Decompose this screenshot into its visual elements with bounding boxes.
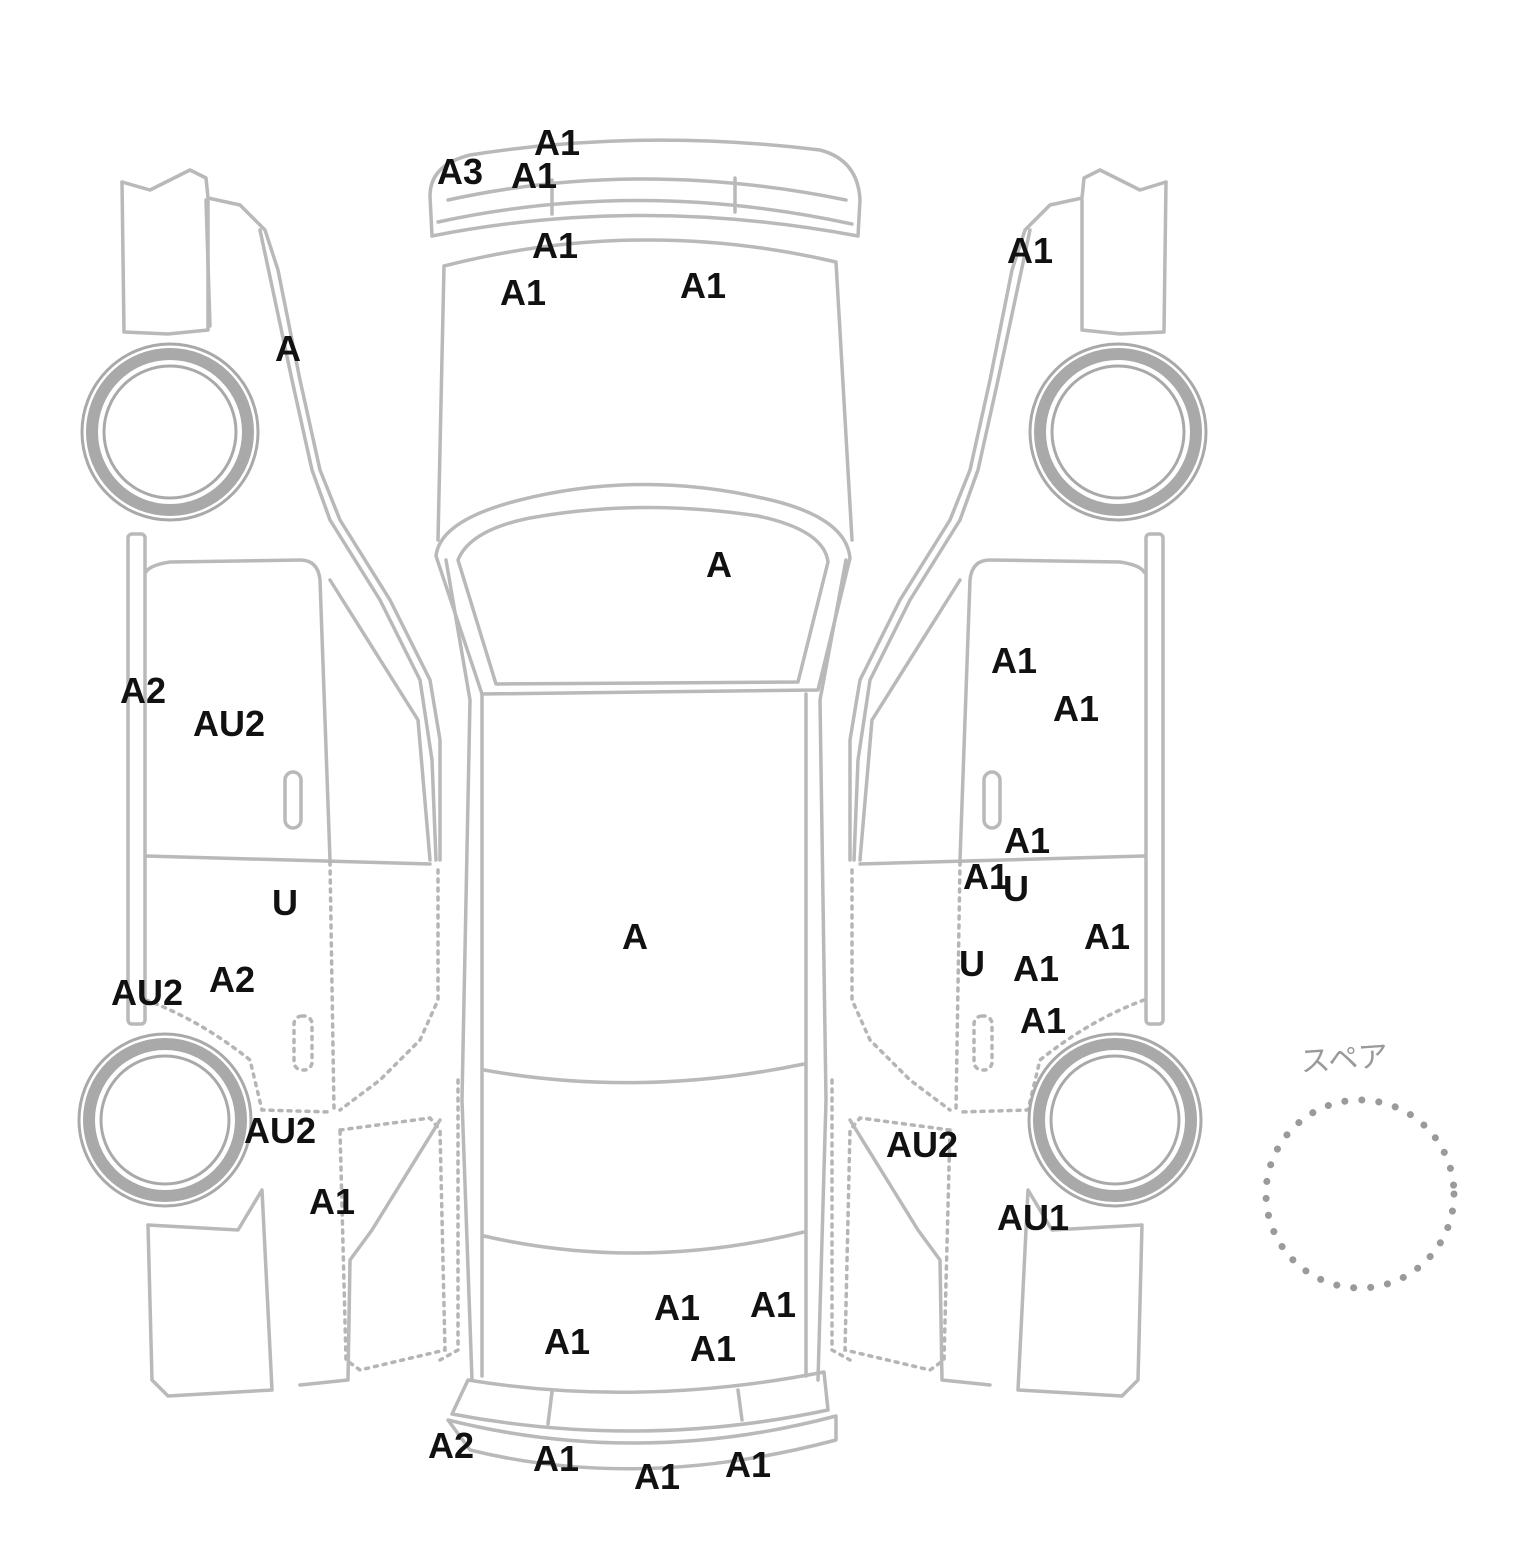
spare-tire <box>1262 1096 1458 1292</box>
left-side-view <box>77 168 460 1398</box>
condition-mark: A1 <box>308 1181 356 1222</box>
condition-mark: A1 <box>1006 230 1054 271</box>
condition-mark: A1 <box>633 1456 681 1497</box>
condition-mark: A <box>275 328 301 369</box>
spare-tire-label: スペア <box>1299 1038 1390 1081</box>
top-view <box>428 138 862 1471</box>
condition-mark: AU2 <box>192 703 266 744</box>
right-side-view <box>830 168 1208 1398</box>
condition-mark: U <box>1003 868 1029 909</box>
condition-mark: U <box>272 882 298 923</box>
condition-mark: A1 <box>531 225 579 266</box>
condition-mark: A1 <box>962 856 1010 897</box>
condition-mark: A1 <box>689 1328 737 1369</box>
condition-mark: A2 <box>208 959 256 1000</box>
condition-mark: A1 <box>1012 948 1060 989</box>
condition-mark: AU2 <box>110 972 184 1013</box>
condition-mark: A1 <box>990 640 1038 681</box>
condition-mark: AU2 <box>885 1124 959 1165</box>
condition-mark: U <box>959 943 985 984</box>
condition-mark: A1 <box>724 1444 772 1485</box>
condition-mark: AU2 <box>243 1110 317 1151</box>
condition-mark: A1 <box>510 155 558 196</box>
condition-mark: A <box>622 916 648 957</box>
condition-mark: A1 <box>1052 688 1100 729</box>
condition-mark: A <box>706 544 732 585</box>
condition-mark: A1 <box>679 265 727 306</box>
condition-mark: A1 <box>1003 820 1051 861</box>
condition-mark: A1 <box>499 272 547 313</box>
condition-mark: AU1 <box>996 1197 1070 1238</box>
condition-mark: A1 <box>532 1438 580 1479</box>
condition-mark: A1 <box>653 1287 701 1328</box>
condition-mark: A1 <box>533 122 581 163</box>
condition-mark: A3 <box>436 151 484 192</box>
condition-mark: A1 <box>1019 1000 1067 1041</box>
condition-mark: A2 <box>119 670 167 711</box>
condition-mark: A1 <box>543 1321 591 1362</box>
condition-mark: A2 <box>427 1425 475 1466</box>
condition-mark: A1 <box>749 1284 797 1325</box>
condition-mark: A1 <box>1083 916 1131 957</box>
